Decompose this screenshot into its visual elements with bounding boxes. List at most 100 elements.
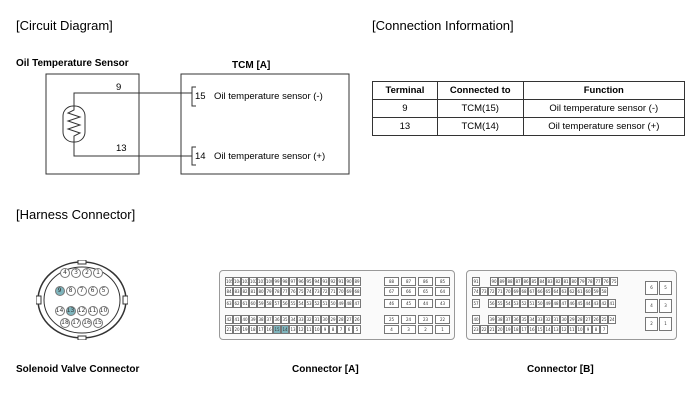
connector-pin: 8 — [329, 325, 337, 334]
wire-top — [73, 92, 193, 100]
connector-pin: 42 — [600, 299, 608, 308]
wire-bottom-label: 13 — [116, 143, 127, 154]
table-header: Function — [522, 81, 686, 100]
connector-pin: 87 — [514, 277, 522, 286]
table-row: 13 TCM(14) Oil temperature sensor (+) — [372, 117, 686, 136]
connector-pin: 102 — [249, 277, 257, 286]
connector-pin: 85 — [435, 277, 450, 286]
connector-pin: 36 — [273, 315, 281, 324]
connector-pin: 24 — [608, 315, 616, 324]
connector-pin: 97 — [289, 277, 297, 286]
sensor-title: Oil Temperature Sensor — [16, 58, 129, 69]
connector-pin: 15 — [536, 325, 544, 334]
connector-pin: 71 — [496, 287, 504, 296]
solenoid-caption: Solenoid Valve Connector — [16, 364, 140, 375]
connector-pin: 25 — [384, 315, 399, 324]
connector-pin: 52 — [520, 299, 528, 308]
solenoid-pin: 14 — [54, 306, 65, 316]
connector-pin: 75 — [610, 277, 618, 286]
connector-pin: 77 — [594, 277, 602, 286]
connector-pin: 81 — [562, 277, 570, 286]
wire-bottom — [73, 146, 192, 157]
sensor-box — [45, 73, 140, 175]
connector-pin: 3 — [401, 325, 416, 334]
connector-pin: 91 — [337, 277, 345, 286]
connector-pin: 48 — [552, 299, 560, 308]
connector-pin: 90 — [345, 277, 353, 286]
connector-pin: 55 — [289, 299, 297, 308]
connector-pin: 50 — [329, 299, 337, 308]
connector-pin: 54 — [297, 299, 305, 308]
connector-pin: 27 — [345, 315, 353, 324]
connector-pin: 36 — [512, 315, 520, 324]
solenoid-pin: 1 — [93, 268, 103, 278]
connector-pin: 70 — [504, 287, 512, 296]
connector-pin: 14 — [544, 325, 552, 334]
connector-pin: 49 — [544, 299, 552, 308]
connector-pin: 40 — [472, 315, 480, 324]
connector-pin: 89 — [353, 277, 361, 286]
connector-pin: 21 — [225, 325, 233, 334]
connector-pin: 17 — [520, 325, 528, 334]
solenoid-pin: 2 — [82, 268, 92, 278]
table-cell: TCM(15) — [436, 99, 524, 118]
connector-pin: 42 — [225, 315, 233, 324]
connector-pin: 44 — [584, 299, 592, 308]
connector-pin: 34 — [528, 315, 536, 324]
connector-pin: 37 — [504, 315, 512, 324]
connector-pin: 59 — [257, 299, 265, 308]
connector-pin: 83 — [546, 277, 554, 286]
connector-pin: 15 — [273, 325, 281, 334]
connector-b-caption: Connector [B] — [527, 364, 594, 375]
connector-pin: 29 — [329, 315, 337, 324]
connector-pin: 64 — [552, 287, 560, 296]
connector-pin: 81 — [249, 287, 257, 296]
connector-pin: 53 — [512, 299, 520, 308]
connector-pin: 12 — [560, 325, 568, 334]
connector-pin: 45 — [401, 299, 416, 308]
connector-pin: 18 — [249, 325, 257, 334]
connector-pin: 57 — [472, 299, 480, 308]
connector-pin: 59 — [592, 287, 600, 296]
connector-pin: 50 — [536, 299, 544, 308]
connector-pin: 80 — [570, 277, 578, 286]
connector-pin: 1 — [659, 317, 672, 331]
connector-pin: 17 — [257, 325, 265, 334]
connector-pin: 78 — [586, 277, 594, 286]
connector-pin: 62 — [233, 299, 241, 308]
solenoid-pin: 7 — [76, 286, 87, 296]
solenoid-pin: 9 — [54, 286, 65, 296]
connector-pin: 47 — [560, 299, 568, 308]
table-cell: Oil temperature sensor (+) — [522, 117, 686, 136]
connector-pin: 22 — [480, 325, 488, 334]
connector-pin: 35 — [281, 315, 289, 324]
table-row: 9 TCM(15) Oil temperature sensor (-) — [372, 99, 686, 118]
connector-pin: 19 — [504, 325, 512, 334]
connector-pin: 4 — [384, 325, 399, 334]
connector-pin: 28 — [576, 315, 584, 324]
connector-pin: 2 — [418, 325, 433, 334]
connector-pin: 12 — [297, 325, 305, 334]
connector-pin: 10 — [313, 325, 321, 334]
connector-pin: 4 — [645, 299, 658, 313]
connector-pin: 82 — [554, 277, 562, 286]
connector-pin: 5 — [353, 325, 361, 334]
table-header-row: Terminal Connected to Function — [372, 81, 686, 100]
tcm-pin-bracket-bottom — [191, 146, 196, 166]
connector-pin: 104 — [233, 277, 241, 286]
connector-pin: 30 — [321, 315, 329, 324]
connector-pin: 13 — [552, 325, 560, 334]
connector-pin: 55 — [496, 299, 504, 308]
connector-pin: 76 — [602, 277, 610, 286]
table-header: Terminal — [372, 81, 438, 100]
table-cell: Oil temperature sensor (-) — [522, 99, 686, 118]
connector-pin: 72 — [488, 287, 496, 296]
connector-pin: 11 — [305, 325, 313, 334]
connector-pin: 19 — [241, 325, 249, 334]
solenoid-pin: 5 — [98, 286, 109, 296]
connector-pin: 6 — [645, 281, 658, 295]
connector-pin: 24 — [401, 315, 416, 324]
connector-pin: 101 — [257, 277, 265, 286]
